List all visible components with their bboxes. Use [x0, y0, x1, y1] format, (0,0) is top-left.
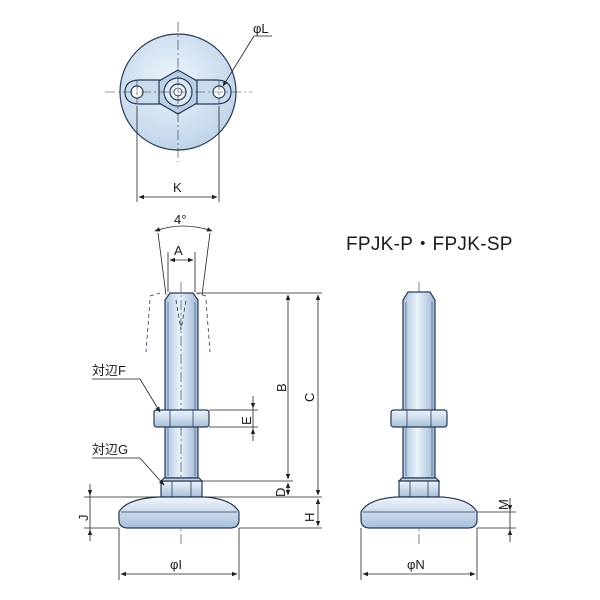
threaded-shaft-left [164, 292, 199, 479]
front-view-right: FPJK-P・FPJK-SP M φN [346, 234, 516, 580]
lock-nut-right [390, 409, 448, 428]
label-E: E [239, 416, 254, 425]
label-phi-I: φI [170, 557, 182, 572]
label-C: C [302, 393, 317, 402]
threaded-shaft-right [402, 291, 436, 479]
label-taihen-G: 対辺G [92, 442, 128, 457]
hex-G-left [160, 480, 203, 498]
label-H: H [302, 513, 317, 522]
label-phi-N: φN [407, 557, 425, 572]
page-title: FPJK-P・FPJK-SP [346, 234, 513, 255]
front-view-left: 4° A 対辺F 対辺G [76, 212, 322, 580]
base-pad-right [360, 496, 478, 529]
label-K: K [173, 180, 182, 195]
label-taihen-F: 対辺F [92, 363, 126, 378]
label-phi-L: φL [253, 21, 269, 36]
label-angle: 4° [174, 212, 186, 227]
lock-nut-left [153, 409, 210, 428]
top-view: φL K [105, 21, 272, 202]
hex-G-right [398, 480, 440, 498]
label-J: J [76, 515, 91, 522]
label-D: D [273, 488, 288, 497]
base-pad-left [118, 496, 240, 529]
label-B: B [274, 383, 289, 392]
label-M: M [496, 499, 511, 510]
label-A: A [174, 243, 183, 258]
